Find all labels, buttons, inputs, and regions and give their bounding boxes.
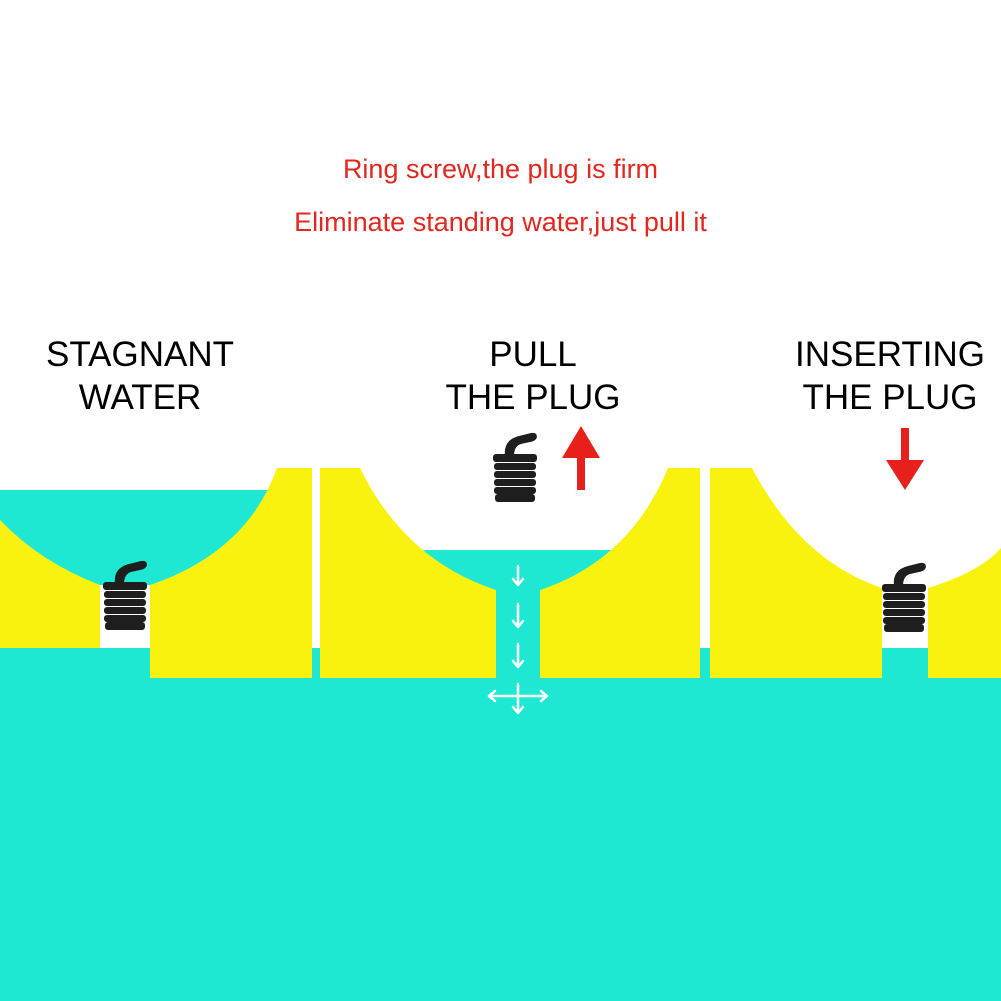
label-inserting-the-plug: INSERTING THE PLUG — [777, 333, 1001, 419]
hull-section-stagnant — [0, 468, 312, 678]
red-up-arrow-icon — [562, 426, 600, 490]
red-down-arrow-icon — [886, 428, 924, 490]
label-line: THE PLUG — [445, 378, 621, 417]
drain-plug-icon — [882, 562, 926, 632]
hull-section-pull — [320, 468, 700, 678]
label-stagnant-water: STAGNANT WATER — [10, 333, 270, 419]
sea-water — [0, 648, 1001, 1001]
label-pull-the-plug: PULL THE PLUG — [413, 333, 653, 419]
drain-plug-icon — [493, 432, 537, 502]
caption-line-1: Ring screw,the plug is firm — [342, 154, 659, 184]
caption-line-2: Eliminate standing water,just pull it — [294, 207, 707, 237]
hull-section-insert — [710, 468, 1001, 678]
white-flow-arrows-icon — [487, 564, 549, 715]
label-line: INSERTING — [795, 335, 985, 374]
label-line: THE PLUG — [802, 378, 978, 417]
label-line: PULL — [489, 335, 577, 374]
label-line: STAGNANT — [46, 335, 234, 374]
label-line: WATER — [78, 378, 202, 417]
